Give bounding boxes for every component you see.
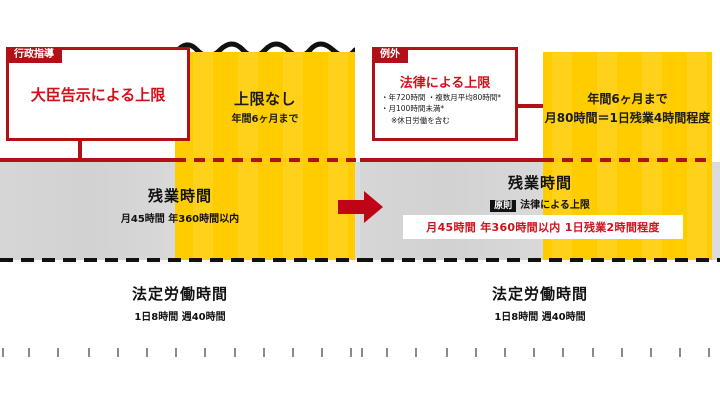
left-legal-hours-dashed-line [0,258,360,262]
left-callout-tab: 行政指導 [6,47,62,63]
right-callout-line-3: ※休日労働を含む [391,115,450,125]
right-callout-line-1: ・年720時間 ・複数月平均80時間* [381,93,501,102]
right-callout-box: 例外 法律による上限 ・年720時間 ・複数月平均80時間* ・月100時間未満… [372,47,518,141]
left-overtime-title: 残業時間 [147,187,212,205]
right-legal-band [360,264,720,360]
left-tick-marks [0,348,360,360]
right-column-line1: 年間6ヶ月まで [587,92,668,106]
right-callout-details: ・年720時間 ・複数月平均80時間* ・月100時間未満* ※休日労働を含む [381,92,511,126]
right-callout-connector [512,104,543,108]
left-column-title: 上限なし [233,90,296,108]
right-principle-badge: 原則 [490,200,517,212]
right-arrow-icon [338,190,384,224]
right-column-line2: 月80時間＝1日残業4時間程度 [544,111,711,125]
left-callout-connector [78,135,82,161]
left-overtime-label: 残業時間 月45時間 年360時間以内 [0,185,360,225]
right-callout-line-2: ・月100時間未満* [381,104,445,114]
left-unlimited-overtime-column: 上限なし 年間6ヶ月まで [175,52,355,260]
right-overtime-highlight: 月45時間 年360時間以内 1日残業2時間程度 [403,215,683,239]
left-legal-detail: 1日8時間 週40時間 [134,312,226,323]
right-legal-label: 法定労働時間 1日8時間 週40時間 [360,283,720,323]
right-overtime-title: 残業時間 [507,174,572,192]
left-overtime-detail: 月45時間 年360時間以内 [120,214,240,225]
left-red-dashed-limit-line [175,158,356,162]
right-legal-title: 法定労働時間 [491,285,588,303]
left-callout-title: 大臣告示による上限 [30,86,166,104]
right-overtime-label: 残業時間 原則法律による上限 [360,172,720,212]
left-panel-current-rules: 上限なし 年間6ヶ月まで 行政指導 大臣告示による上限 残業時間 月45時間 年… [0,41,360,360]
right-red-limit-line [360,158,544,162]
right-legal-hours-dashed-line [360,258,720,262]
left-legal-band [0,264,360,360]
right-principle-label: 法律による上限 [520,200,590,211]
left-legal-title: 法定労働時間 [131,285,228,303]
right-callout-tab: 例外 [372,47,408,63]
right-principle-row: 原則法律による上限 [360,196,720,212]
left-red-limit-line [0,158,176,162]
right-red-dashed-limit-line [543,158,712,162]
right-tick-marks [360,348,720,360]
left-legal-label: 法定労働時間 1日8時間 週40時間 [0,283,360,323]
right-callout-title: 法律による上限 [399,76,491,91]
right-panel-new-rules: 年間6ヶ月まで 月80時間＝1日残業4時間程度 例外 法律による上限 ・年720… [360,0,720,405]
left-callout-box: 行政指導 大臣告示による上限 [6,47,190,141]
left-column-subtitle: 年間6ヶ月まで [231,114,299,125]
right-legal-detail: 1日8時間 週40時間 [494,312,586,323]
